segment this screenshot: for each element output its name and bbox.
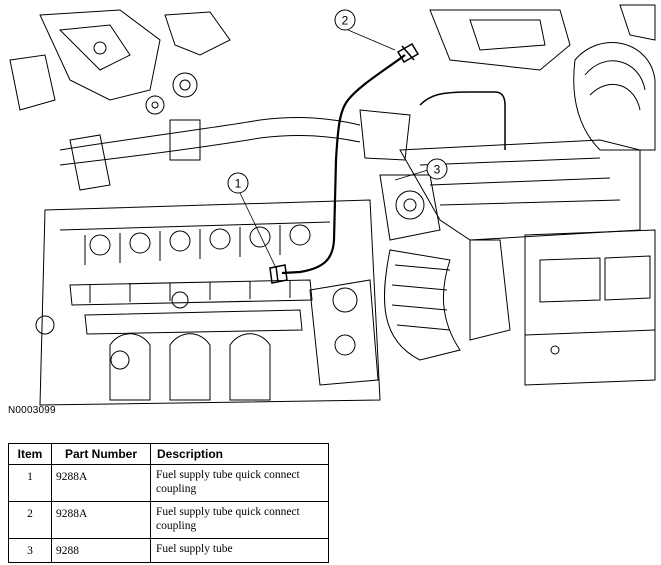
svg-text:3: 3 — [434, 163, 441, 177]
parts-table: Item Part Number Description 1 9288A Fue… — [8, 443, 329, 563]
table-row: 3 9288 Fuel supply tube — [8, 538, 329, 563]
svg-text:2: 2 — [342, 14, 349, 28]
header-description: Description — [150, 443, 329, 465]
throttle-body — [379, 174, 441, 241]
header-item: Item — [8, 443, 52, 465]
header-part-number: Part Number — [51, 443, 151, 465]
row-part-number: 9288 — [51, 538, 151, 563]
upper-right-housing — [429, 4, 656, 151]
row-description: Fuel supply tube quick connect coupling — [150, 464, 329, 502]
air-intake-duct — [383, 139, 641, 361]
callout-2: 2 — [334, 9, 356, 31]
engine-fuel-line-diagram: 2 1 3 — [9, 4, 656, 406]
figure-id-label: N0003099 — [8, 405, 56, 416]
fuel-supply-tube — [281, 54, 406, 275]
row-item: 1 — [8, 464, 52, 502]
row-part-number: 9288A — [51, 501, 151, 539]
secondary-hose — [419, 91, 506, 150]
row-description: Fuel supply tube quick connect coupling — [150, 501, 329, 539]
row-item: 2 — [8, 501, 52, 539]
table-header-row: Item Part Number Description — [8, 443, 329, 465]
callout-1: 1 — [227, 172, 249, 194]
upper-left-bracket — [9, 9, 231, 115]
row-description: Fuel supply tube — [150, 538, 329, 563]
wiring-harness — [59, 109, 411, 191]
engine-block — [35, 199, 381, 406]
table-row: 2 9288A Fuel supply tube quick connect c… — [8, 501, 329, 539]
row-part-number: 9288A — [51, 464, 151, 502]
right-side-module — [524, 229, 656, 386]
svg-text:1: 1 — [235, 177, 242, 191]
quick-connect-coupling-upper — [396, 42, 420, 64]
callout-leaders — [239, 29, 429, 269]
callout-3: 3 — [426, 158, 448, 180]
quick-connect-coupling-lower — [269, 264, 288, 284]
table-row: 1 9288A Fuel supply tube quick connect c… — [8, 464, 329, 502]
row-item: 3 — [8, 538, 52, 563]
